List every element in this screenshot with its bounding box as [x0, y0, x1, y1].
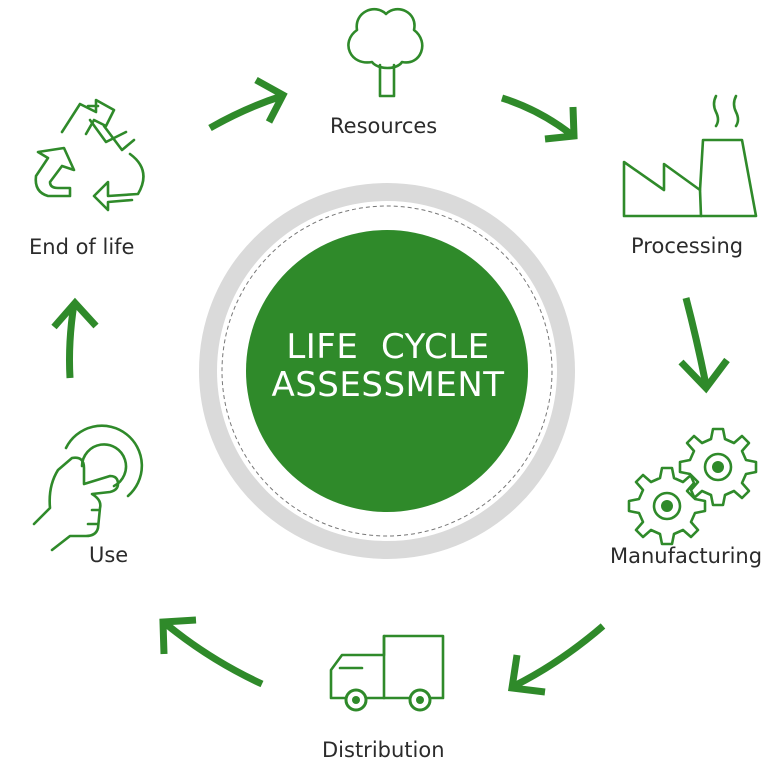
- recycle-icon: [34, 98, 145, 212]
- arrow-distribution-to-use: [159, 616, 264, 688]
- arrow-processing-to-manufacturing: [678, 297, 730, 394]
- arrow-resources-to-processing: [500, 94, 578, 143]
- arrow-use-to-end: [51, 297, 99, 379]
- outer-ring: [199, 183, 575, 559]
- center-title-line1: LIFE CYCLE: [286, 327, 490, 367]
- label-manufacturing: Manufacturing: [610, 544, 763, 568]
- gears-icon: [627, 427, 758, 546]
- arrow-end-to-resources: [208, 76, 288, 132]
- tree-icon: [347, 8, 424, 98]
- label-processing: Processing: [631, 234, 744, 258]
- label-use: Use: [89, 543, 129, 567]
- center-disc: [246, 230, 528, 512]
- hand-touch-icon: [32, 424, 144, 552]
- center-title-line2: ASSESSMENT: [271, 365, 505, 405]
- truck-icon: [329, 634, 445, 712]
- center-title: LIFE CYCLE ASSESSMENT: [246, 328, 530, 404]
- arrow-manufacturing-to-distribution: [507, 623, 606, 696]
- label-end-of-life: End of life: [29, 235, 135, 259]
- label-resources: Resources: [330, 114, 438, 138]
- factory-icon: [622, 94, 758, 218]
- dashed-ring: [221, 205, 553, 537]
- label-distribution: Distribution: [322, 738, 445, 762]
